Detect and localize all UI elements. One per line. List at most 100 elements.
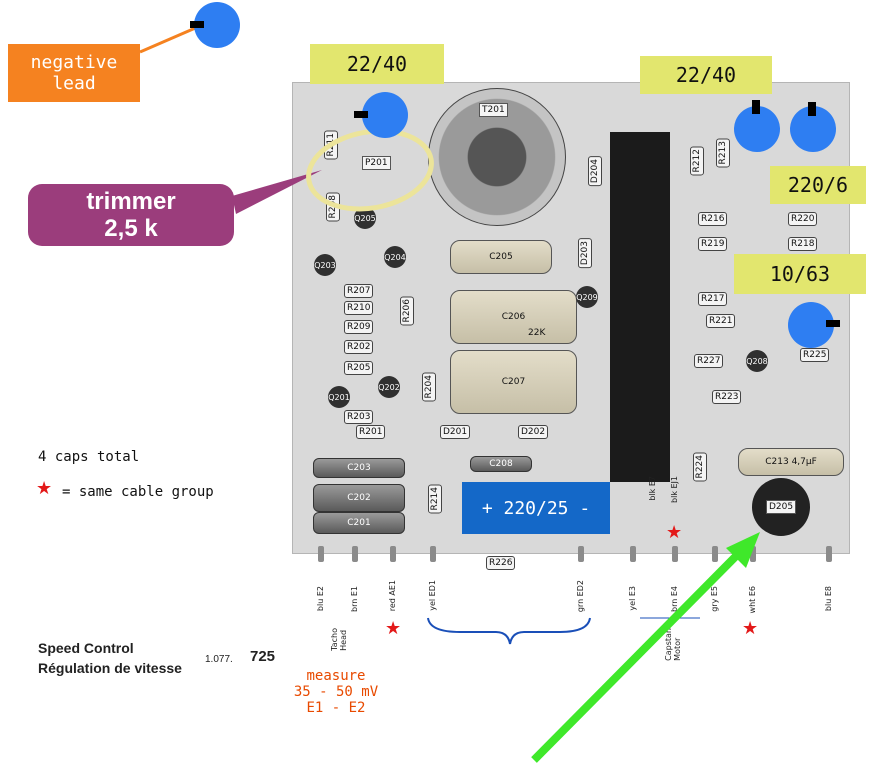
resistor-r203: R203: [344, 410, 374, 424]
transformer-t201: T201: [428, 88, 566, 226]
resistor-r225: R225: [800, 348, 830, 362]
resistor-r210: R210: [344, 301, 374, 315]
legend-star-note: = same cable group: [62, 484, 214, 500]
polarity-bar: [752, 100, 760, 114]
diode-d202: D202: [518, 425, 549, 439]
cap-value-label-22-40-left: 22/40: [310, 44, 444, 84]
resistor-r209: R209: [344, 320, 374, 334]
polarity-marker-22-40-left: [354, 92, 408, 138]
terminal-e3: [630, 546, 636, 562]
transistor-q205: Q205: [354, 207, 376, 229]
measure-note: measure 35 - 50 mV E1 - E2: [293, 668, 379, 716]
resistor-r218: R218: [788, 237, 818, 251]
cap-value-label-220-6: 220/6: [770, 166, 866, 204]
c213-marking: 4,7μF: [791, 457, 817, 467]
d205-label: D205: [765, 500, 797, 514]
q209-label: Q209: [576, 292, 598, 302]
star-icon-ej1: ★: [666, 522, 683, 543]
transistor-q208: Q208: [746, 350, 768, 372]
resistor-r220: R220: [788, 212, 818, 226]
terminal-ed2: [578, 546, 584, 562]
transistor-q201: Q201: [328, 386, 350, 408]
heatsink: [610, 132, 670, 482]
polarity-bar: [354, 111, 368, 118]
capacitor-c213: C213 4,7μF: [738, 448, 844, 476]
trimmer-ring: [306, 128, 434, 212]
cap-value-text: 220/6: [787, 173, 849, 197]
transistor-q202: Q202: [378, 376, 400, 398]
q203-label: Q203: [314, 260, 336, 270]
caption-model: 725: [250, 648, 276, 665]
caps-total-note: 4 caps total: [38, 449, 140, 465]
c207-label: C207: [501, 377, 526, 387]
terminal-ed1: [430, 546, 436, 562]
terminal-e5: [712, 546, 718, 562]
caption-title-fr: Régulation de vitesse: [38, 660, 182, 676]
resistor-r221: R221: [706, 314, 736, 328]
transistor-q203: Q203: [314, 254, 336, 276]
q208-label: Q208: [746, 356, 768, 366]
cap-value-label-10-63: 10/63: [734, 254, 866, 294]
green-arrow-head: [726, 532, 760, 568]
negative-lead-box: negative lead: [8, 44, 140, 102]
capacitor-c201: C201: [313, 512, 405, 534]
c205-label: C205: [489, 252, 513, 262]
filter-cap-text: + 220/25 -: [481, 497, 591, 519]
capacitor-c202: C202: [313, 484, 405, 512]
resistor-r223: R223: [712, 390, 742, 404]
polarity-marker-negative-lead: [190, 2, 240, 48]
caption-ref: 1.077.: [205, 654, 233, 665]
c206-label: C206: [501, 312, 526, 322]
diode-d205: D205: [752, 478, 810, 536]
polarity-marker-22-40-right-b: [790, 102, 836, 152]
c213-label: C213: [765, 457, 789, 467]
c202-label: C202: [347, 493, 371, 503]
transistor-q204: Q204: [384, 246, 406, 268]
t201-label: T201: [479, 103, 508, 117]
green-arrow-shaft: [531, 545, 747, 763]
trimmer-pointer: [232, 170, 322, 214]
resistor-r207: R207: [344, 284, 374, 298]
trimmer-text: trimmer 2,5 k: [86, 188, 176, 242]
resistor-r226: R226: [486, 556, 516, 570]
cap-value-text: 22/40: [346, 52, 408, 76]
terminal-e2: [318, 546, 324, 562]
terminal-e4: [672, 546, 678, 562]
terminal-e6: [750, 546, 756, 562]
star-icon-e6: ★: [742, 618, 759, 639]
polarity-bar: [826, 320, 840, 327]
resistor-r217: R217: [698, 292, 728, 306]
cap-value-text: 22/40: [675, 63, 737, 87]
resistor-r219: R219: [698, 237, 728, 251]
resistor-r205: R205: [344, 361, 374, 375]
q202-label: Q202: [378, 382, 400, 392]
capacitor-c207: C207: [450, 350, 577, 414]
polarity-marker-10-63: [788, 302, 840, 348]
caption-title-en: Speed Control: [38, 640, 134, 656]
q205-label: Q205: [354, 213, 376, 223]
polarity-bar: [190, 21, 204, 28]
resistor-r201: R201: [356, 425, 386, 439]
q201-label: Q201: [328, 392, 350, 402]
polarity-bar: [808, 102, 816, 116]
negative-lead-pointer: [139, 24, 201, 54]
resistor-r227: R227: [694, 354, 724, 368]
c206-marking: 22K: [528, 328, 546, 338]
negative-lead-text: negative lead: [30, 52, 118, 94]
ed-brace: [427, 617, 591, 645]
c201-label: C201: [347, 518, 371, 528]
polarity-marker-22-40-right-a: [734, 100, 780, 152]
resistor-r202: R202: [344, 340, 374, 354]
filter-cap-label: + 220/25 -: [462, 482, 610, 534]
capacitor-c203: C203: [313, 458, 405, 478]
q204-label: Q204: [384, 252, 406, 262]
star-icon-legend: ★: [36, 478, 53, 499]
trimmer-callout: trimmer 2,5 k: [28, 184, 234, 246]
diode-d201: D201: [440, 425, 471, 439]
terminal-e1: [352, 546, 358, 562]
capacitor-c206: C206: [450, 290, 577, 344]
cap-value-text: 10/63: [769, 262, 831, 286]
c203-label: C203: [347, 463, 371, 473]
